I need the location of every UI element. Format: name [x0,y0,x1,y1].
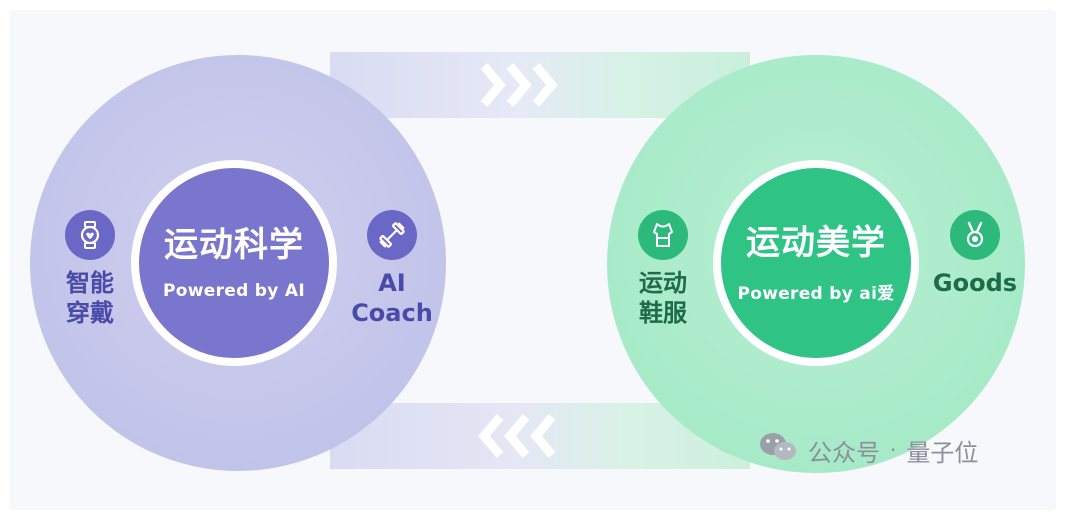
goods-label: Goods [932,269,1018,297]
goods-feature: Goods [925,210,1025,298]
sportswear-label-2: 鞋服 [639,299,687,327]
ai-coach-label-1: AI [378,269,406,297]
sports-top-icon [638,210,688,260]
sportswear-feature: 运动 鞋服 [628,210,698,328]
sportswear-label-1: 运动 [639,269,687,297]
watermark: 公众号 · 量子位 [758,430,978,470]
wechat-icon [758,430,798,470]
sports-science-title: 运动科学 [164,225,304,265]
sports-aesthetics-title: 运动美学 [746,222,886,263]
sports-aesthetics-subtitle: Powered by ai爱 [737,283,895,304]
smartwatch-icon [65,210,115,260]
watermark-text-2: 量子位 [906,438,979,467]
watermark-separator: · [890,438,897,462]
right-arrows-icon [478,52,568,118]
left-arrows-icon [478,403,568,469]
sports-science-subtitle: Powered by AI [163,281,305,301]
ai-coach-label-2: Coach [351,299,433,327]
sports-aesthetics-core: 运动美学 Powered by ai爱 [713,160,919,366]
dumbbell-icon [367,210,417,260]
smart-wearables-feature: 智能 穿戴 [55,210,125,328]
watermark-text-1: 公众号 [808,438,880,467]
sports-science-core: 运动科学 Powered by AI [131,160,337,366]
smart-wearables-label-1: 智能 [66,269,114,297]
ai-coach-feature: AI Coach [347,210,437,328]
smart-wearables-label-2: 穿戴 [66,299,114,327]
medal-icon [950,210,1000,260]
